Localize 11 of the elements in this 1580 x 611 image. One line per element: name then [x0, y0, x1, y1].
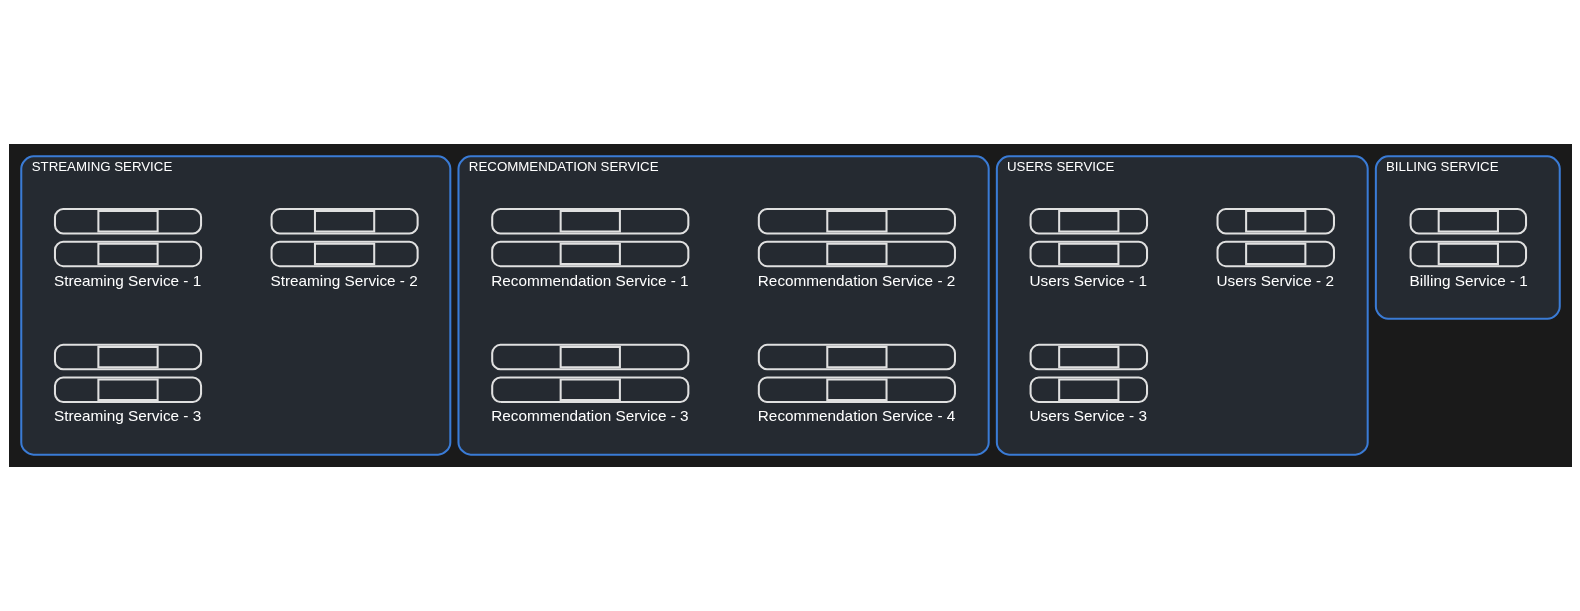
node-label: Streaming Service - 2: [270, 271, 418, 289]
node-label: Recommendation Service - 2: [757, 271, 955, 289]
node-label: Recommendation Service - 1: [490, 271, 689, 289]
node-label: Billing Service - 1: [1409, 271, 1528, 289]
node-label: Users Service - 2: [1215, 271, 1334, 289]
node-label: Recommendation Service - 4: [757, 407, 955, 425]
node-label: Streaming Service - 1: [53, 271, 201, 289]
node-label: Users Service - 3: [1029, 407, 1147, 425]
node-label: Users Service - 1: [1029, 271, 1147, 289]
node-label: Recommendation Service - 3: [490, 407, 689, 425]
node-label: Streaming Service - 3: [53, 407, 201, 425]
